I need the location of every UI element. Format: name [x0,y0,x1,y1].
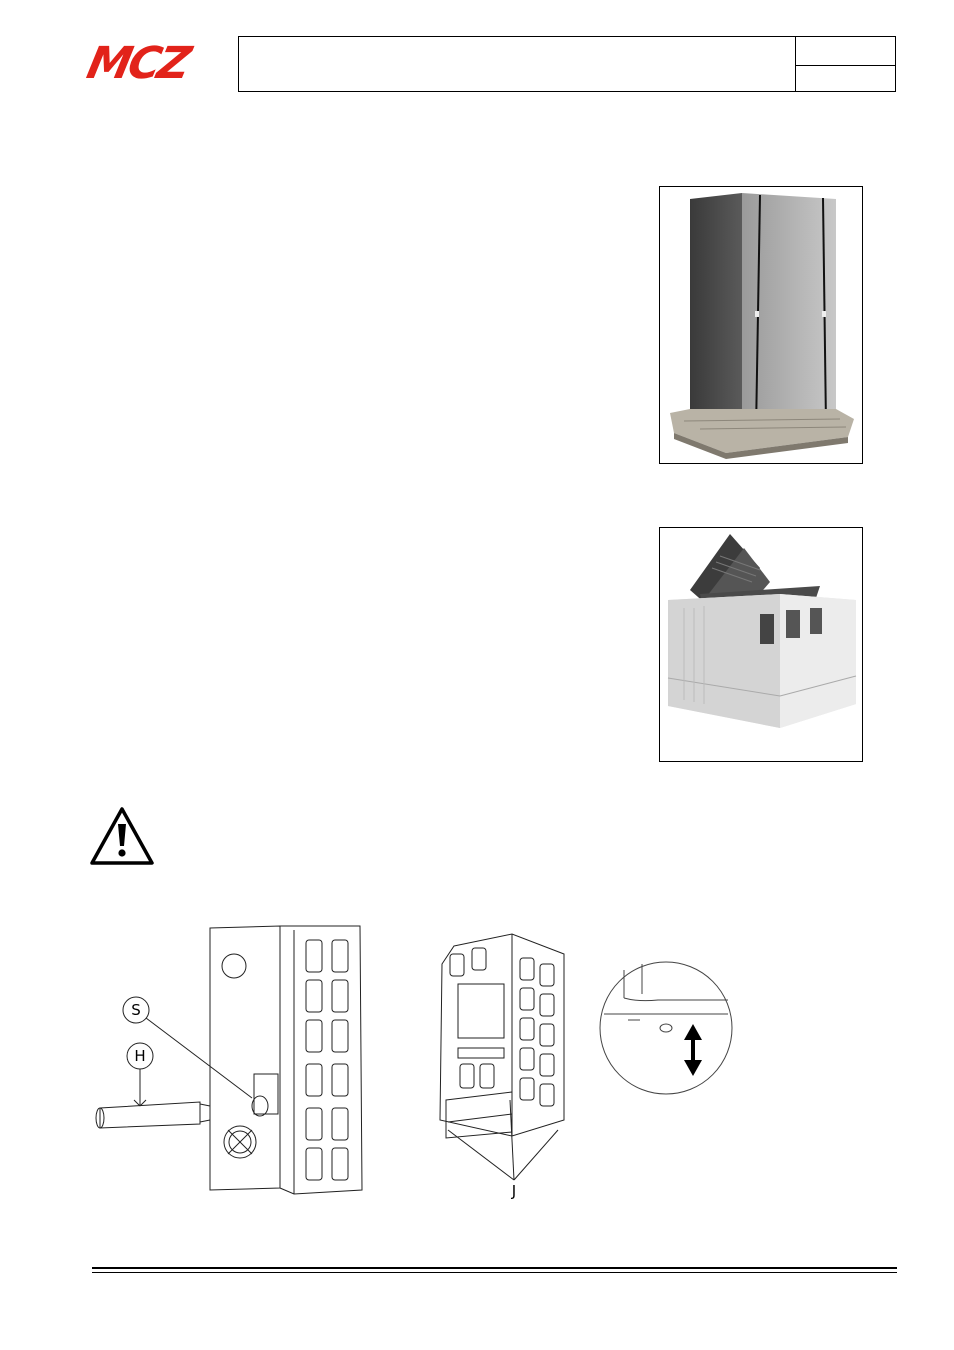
header-divider [795,36,797,92]
rear-view-drawing: S H [92,916,392,1206]
callout-j: J [511,1182,516,1200]
logo-text: MCZ [82,38,193,89]
packaged-parts-image [667,534,857,728]
footer-rule-thin [92,1272,897,1273]
packaged-parts-photo [659,527,863,762]
foot-detail-drawing [598,958,734,1098]
footer-rule [92,1267,897,1269]
packaged-stove-photo [659,186,863,464]
callout-h: H [134,1047,145,1065]
warning-triangle-icon [90,806,154,866]
header-title-box [238,36,896,92]
packaged-stove-image [670,193,854,459]
callout-s: S [131,1001,141,1019]
header-page-cell-divider [795,65,896,67]
mcz-logo: MCZ [83,38,236,89]
up-down-arrow-icon [684,1024,702,1076]
bottom-view-drawing: J [432,924,572,1204]
